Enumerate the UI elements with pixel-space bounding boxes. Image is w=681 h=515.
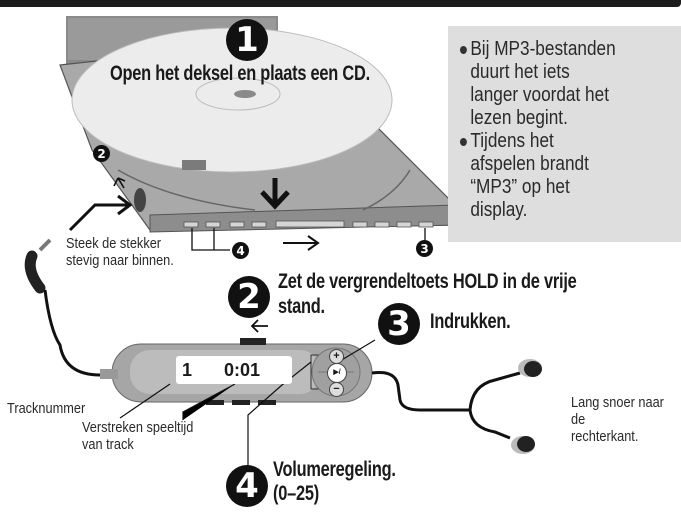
- info-bullet-mp3-display: Tijdens het afspelen brandt “MP3” op het…: [460, 130, 681, 222]
- step-2-text-line2: stand.: [278, 295, 325, 318]
- marker-2: 2: [93, 145, 110, 162]
- header-bar: [0, 0, 681, 7]
- play-pause-button[interactable]: ▶/❙❙: [327, 363, 347, 394]
- volume-up-button[interactable]: +: [329, 349, 344, 364]
- elapsed-time-value: 0:01: [224, 359, 261, 380]
- front-buttons: [183, 220, 434, 228]
- step-1-text: Open het deksel en plaats een CD.: [110, 62, 370, 85]
- marker-4: 4: [232, 242, 249, 259]
- step-2-badge: 2: [228, 276, 270, 318]
- track-number-label: Tracknummer: [7, 401, 86, 417]
- step-3-text: Indrukken.: [430, 310, 511, 333]
- marker-3: 3: [416, 240, 433, 257]
- step-3-badge: 3: [378, 303, 420, 345]
- info-bullet-mp3-delay: Bij MP3-bestanden duurt het iets langer …: [460, 38, 681, 130]
- step-4-text-line2: (0–25): [273, 482, 319, 505]
- volume-down-button[interactable]: −: [329, 382, 344, 397]
- step-4-text-line1: Volumeregeling.: [273, 458, 396, 481]
- step-4-badge: 4: [226, 465, 268, 507]
- step-1-badge: 1: [226, 19, 268, 61]
- earphone-right: [524, 361, 542, 377]
- info-box: Bij MP3-bestanden duurt het iets langer …: [448, 26, 681, 242]
- track-number-value: 1: [182, 359, 193, 380]
- step-2-text-line1: Zet de vergrendeltoets HOLD in de vrije: [278, 270, 577, 293]
- earphone-left: [517, 436, 535, 452]
- remote-display: 1 0:01: [176, 356, 292, 384]
